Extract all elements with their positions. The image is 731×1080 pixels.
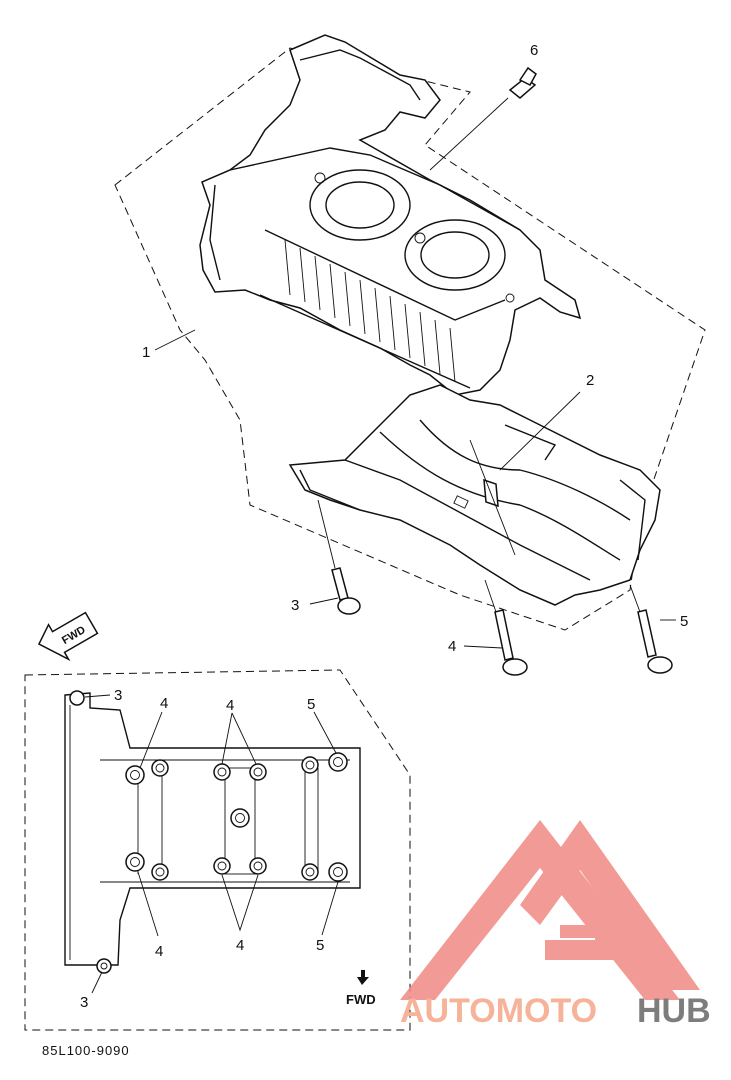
plan-housing	[64, 692, 361, 966]
leader-3	[309, 597, 339, 605]
plan-label-5-top: 5	[307, 696, 315, 713]
plan-view: 3 4 4 5 4 4 5 3 FWD	[24, 669, 411, 1031]
fwd-direction-arrow: FWD	[37, 611, 99, 662]
watermark-prefix: AUTOMOTO	[400, 992, 597, 1030]
plan-label-4-top-left: 4	[160, 695, 168, 712]
callout-dowel-pin: 2	[586, 372, 594, 389]
watermark-suffix: HUB	[637, 992, 711, 1030]
plan-label-3-bottom: 3	[80, 994, 88, 1011]
plug	[429, 66, 537, 171]
bolt-b	[484, 579, 528, 676]
lower-crankcase	[288, 384, 661, 606]
plan-label-4-bottom-left: 4	[155, 943, 163, 960]
callout-bolt-a: 3	[291, 597, 299, 614]
bolt-c	[629, 584, 673, 674]
plan-label-5-bottom: 5	[316, 937, 324, 954]
callout-plug: 6	[530, 42, 538, 59]
plan-label-4-top-middle: 4	[226, 697, 234, 714]
watermark: AUTOMOTO HUB	[400, 820, 711, 1030]
callout-bolt-b: 4	[448, 638, 456, 655]
bolt-a	[317, 499, 361, 615]
watermark-logo-icon	[400, 820, 700, 1000]
plan-bolt-bosses	[69, 690, 348, 974]
fwd-arrow-icon	[37, 611, 99, 662]
exploded-view: 1 2 3 4 5 6	[114, 34, 706, 676]
callout-bolt-c: 5	[680, 613, 688, 630]
diagram-code: 85L100-9090	[42, 1043, 130, 1058]
plan-fwd-label: FWD	[346, 992, 376, 1007]
plan-view-outline	[24, 669, 411, 1031]
leader-4	[463, 645, 503, 649]
assembly-outline	[114, 47, 706, 631]
callout-crankcase: 1	[142, 344, 150, 361]
dowel-pin	[469, 391, 581, 556]
fwd-up-arrow-icon	[357, 970, 369, 985]
plan-label-3-top: 3	[114, 687, 122, 704]
leader-1	[154, 329, 196, 351]
upper-crankcase	[199, 34, 582, 396]
plan-label-4-bottom-middle: 4	[236, 937, 244, 954]
